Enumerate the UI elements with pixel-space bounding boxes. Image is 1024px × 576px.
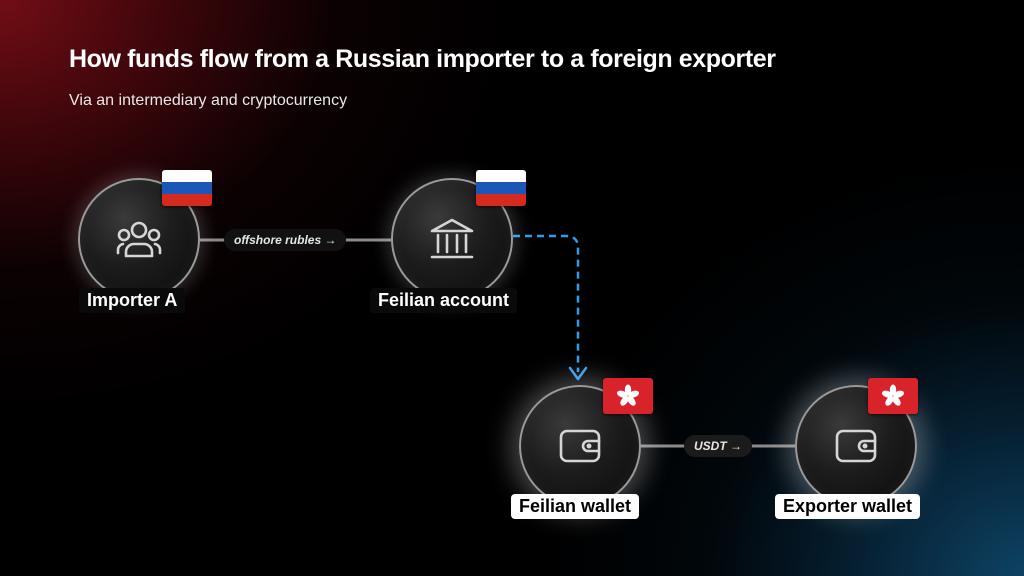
russia-flag-icon <box>476 170 526 206</box>
edge-label-offshore: offshore rubles → <box>224 229 347 251</box>
bauhinia-icon <box>881 384 905 406</box>
bauhinia-icon <box>616 384 640 406</box>
people-icon <box>116 221 162 258</box>
label-exporter-wallet: Exporter wallet <box>775 494 921 519</box>
wallet-icon <box>835 429 877 463</box>
edge-label-usdt: USDT → <box>684 435 752 457</box>
label-importer: Importer A <box>79 288 186 313</box>
diagram-subtitle: Via an intermediary and cryptocurrency <box>69 92 348 109</box>
arrowhead-icon <box>568 366 588 381</box>
wallet-icon <box>559 429 601 463</box>
hong-kong-flag-icon <box>603 378 653 414</box>
edge-transfer-dashed-arrow <box>513 234 580 372</box>
label-feilian-wallet: Feilian wallet <box>511 494 640 519</box>
hong-kong-flag-icon <box>868 378 918 414</box>
label-feilian-account: Feilian account <box>370 288 518 313</box>
russia-flag-icon <box>162 170 212 206</box>
diagram-title: How funds flow from a Russian importer t… <box>69 45 776 73</box>
bank-icon <box>430 218 474 259</box>
